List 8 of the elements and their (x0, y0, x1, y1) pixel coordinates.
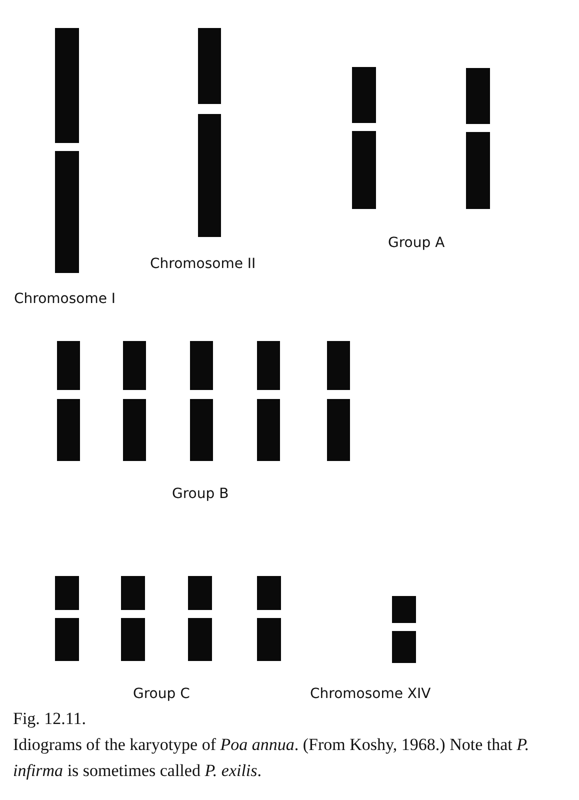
chromosome-label: Chromosome XIV (310, 686, 431, 702)
chromosome-label: Group B (172, 486, 229, 502)
chromosome-label: Group C (133, 686, 190, 702)
figure-caption: Idiograms of the karyotype of Poa annua. (From Koshy, 1968.) Note that P. infirma is sometimes called P. exilis. (13, 734, 530, 782)
chromosome-label: Chromosome I (14, 291, 116, 307)
chromosome-label: Group A (388, 235, 445, 251)
figure-number: Fig. 12.11. (13, 708, 86, 730)
chromosome-label: Chromosome II (150, 256, 256, 272)
